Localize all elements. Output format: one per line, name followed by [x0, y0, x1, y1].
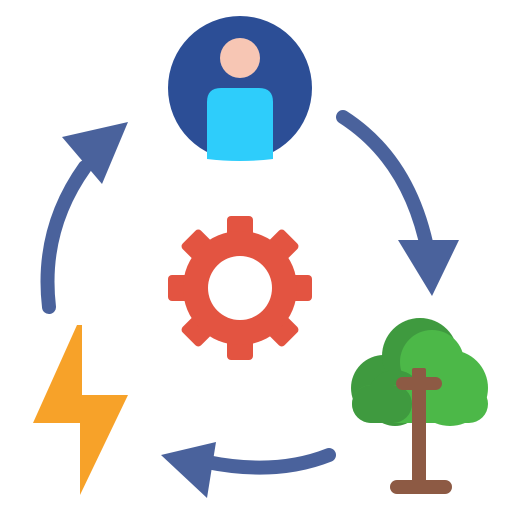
- tree-trunk: [390, 368, 452, 494]
- person-icon: [168, 16, 312, 161]
- arrow-bottom-left-icon: [161, 442, 336, 498]
- gear-icon: [168, 216, 312, 360]
- arrow-left-up-icon: [40, 122, 128, 314]
- tree-icon: [351, 318, 488, 494]
- lightning-icon: [33, 325, 128, 495]
- gear-hole: [208, 256, 272, 320]
- arrow-right-down-icon: [336, 110, 459, 296]
- person-head: [220, 38, 260, 78]
- person-body: [207, 88, 273, 161]
